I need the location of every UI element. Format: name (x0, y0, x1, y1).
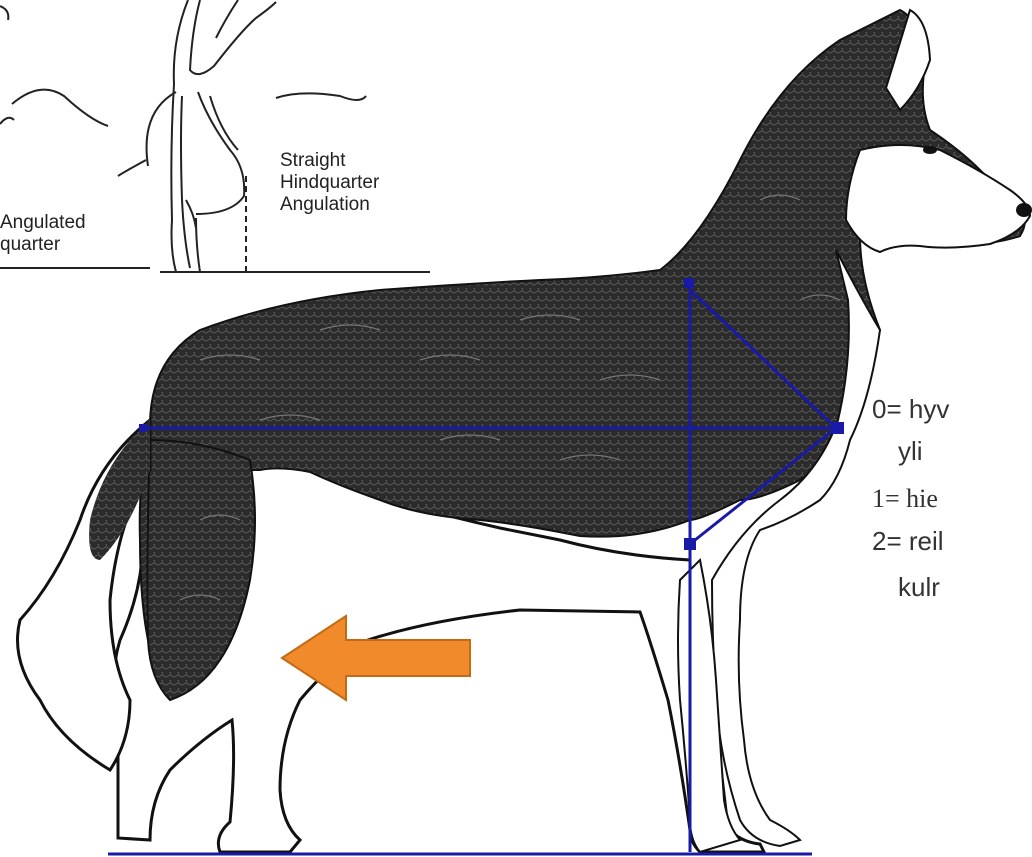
score-legend: 0= hyv yli 1= hie 2= reil kulr (872, 394, 1032, 724)
inset-straight-leg-sketch (118, 0, 430, 272)
legend-item-1: 1= hie (872, 484, 938, 514)
legend-item-0-cont: yli (898, 436, 923, 466)
legend-item-2-cont: kulr (898, 572, 940, 602)
legend-item-2: 2= reil (872, 526, 944, 556)
inset-left-label: Angulated quarter (0, 212, 86, 256)
legend-item-0: 0= hyv (872, 394, 949, 424)
inset-right-label: Straight Hindquarter Angulation (280, 150, 379, 216)
